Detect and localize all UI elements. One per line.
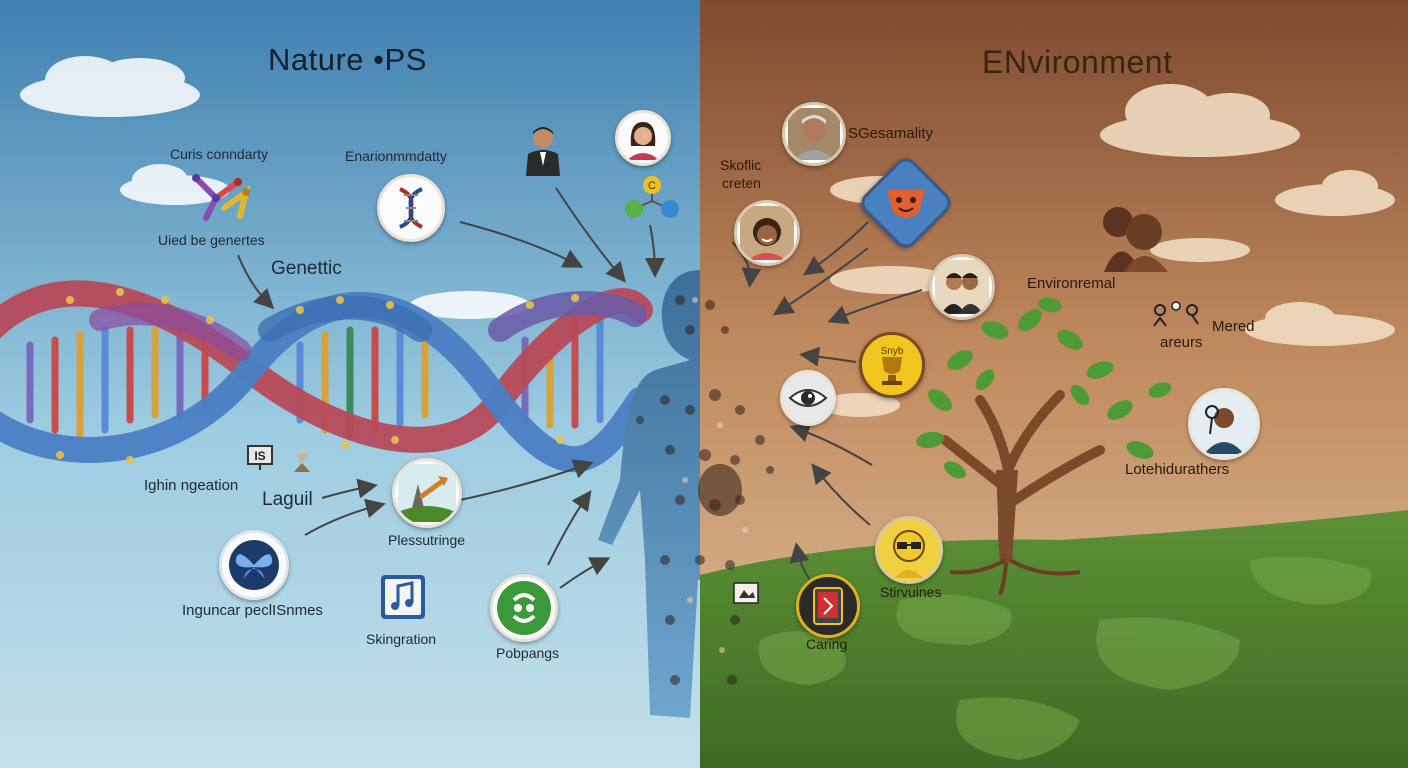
hill-arrow-icon — [392, 458, 462, 528]
butterfly-icon — [219, 530, 289, 600]
atom-letter: C — [648, 180, 656, 192]
woman-portrait-icon — [615, 110, 671, 166]
mask-icon — [856, 153, 956, 253]
label-skingration: Skingration — [366, 631, 437, 647]
child-portrait-icon — [734, 200, 800, 266]
trophy-icon: Snyb — [859, 332, 925, 398]
sign-icon: IS — [246, 444, 274, 475]
couple-portrait-icon — [929, 254, 995, 320]
label-pobpangs: Pobpangs — [496, 645, 560, 661]
label-curis: Curis conndarty — [170, 146, 269, 162]
atom-icon: C — [620, 173, 684, 230]
puzzle-people-icon — [1152, 298, 1206, 339]
label-stirvuines: Stirvuines — [880, 584, 942, 600]
label-ighin: Ighin ngeation — [144, 477, 239, 494]
label-inguncar: Inguncar peclISnmes — [182, 602, 323, 619]
label-environremal: Environremal — [1027, 275, 1116, 292]
family-silhouette-icon — [1094, 204, 1174, 277]
hourglass-icon — [292, 452, 312, 479]
dna-strand-node — [377, 174, 445, 242]
glasses-face-icon — [875, 516, 943, 584]
environment-title: ENvironment — [982, 44, 1173, 80]
label-skoflic: Skoflic — [720, 157, 762, 173]
nature-title: Nature •PS — [268, 42, 427, 77]
tree-icon — [916, 297, 1172, 596]
clouds-left — [20, 56, 530, 319]
arrows-right — [731, 221, 923, 581]
green-cycle-icon — [490, 574, 558, 642]
sign-text: IS — [254, 449, 265, 463]
dna-helix — [0, 280, 653, 473]
label-areurs: areurs — [1160, 334, 1203, 351]
label-caring: Caring — [806, 636, 848, 652]
businessman-icon — [522, 124, 564, 181]
trophy-text: Snyb — [881, 346, 904, 357]
label-sgesamality: SGesamality — [848, 125, 934, 142]
small-card-icon — [733, 582, 759, 609]
dna-molecule-icon — [188, 168, 254, 231]
grass-hill — [700, 510, 1408, 768]
label-genetic: Genettic — [271, 258, 342, 279]
label-enarionm: Enarionmmdatty — [345, 148, 447, 164]
label-uied: Uied be genertes — [158, 232, 265, 248]
label-mered: Mered — [1212, 318, 1255, 335]
arrows-left — [237, 187, 665, 589]
worker-portrait-icon — [1188, 388, 1260, 460]
label-plessutringe: Plessutringe — [388, 532, 466, 548]
music-note-icon — [380, 574, 426, 625]
tablet-icon — [796, 574, 860, 638]
human-figure-icon — [598, 270, 806, 718]
label-lotehidurathers: Lotehidurathers — [1125, 461, 1230, 478]
label-creten: creten — [722, 175, 761, 191]
elder-portrait-icon — [782, 102, 846, 166]
label-laguil: Laguil — [262, 489, 313, 510]
eye-icon — [780, 370, 836, 426]
